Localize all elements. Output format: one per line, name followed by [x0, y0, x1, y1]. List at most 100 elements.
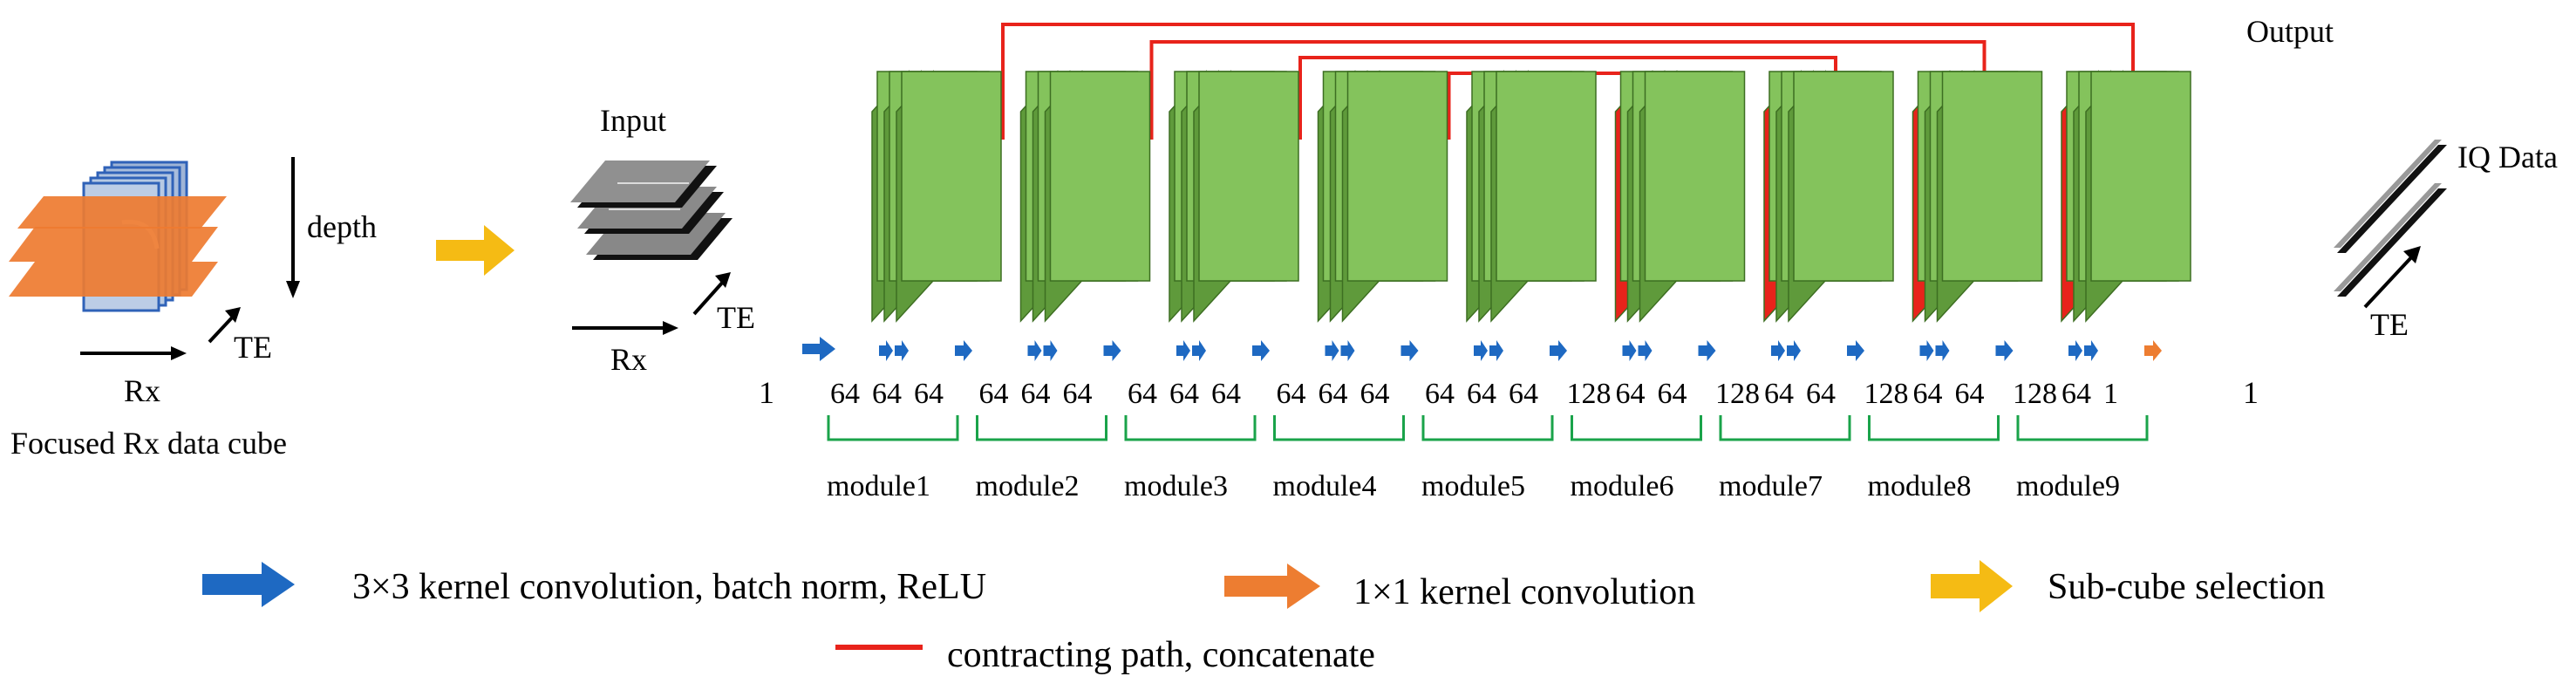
legend-conv1x1-label: 1×1 kernel convolution [1353, 572, 1695, 612]
legend-conv3x3-arrow-icon [202, 562, 295, 607]
conv-arrow-icon [1252, 340, 1270, 361]
feature-map [1496, 71, 1597, 282]
legend-conv1x1-arrow-icon [1224, 564, 1320, 609]
conv-arrow-icon [1919, 340, 1934, 361]
legend: 3×3 kernel convolution, batch norm, ReLU… [202, 560, 2325, 675]
network-modules [871, 70, 2191, 323]
legend-subcube-label: Sub-cube selection [2048, 567, 2325, 607]
module-label: module4 [1273, 470, 1377, 502]
input-title: Input [600, 103, 666, 138]
module-7-feature-maps [1763, 70, 1894, 323]
channel-count: 64 [979, 378, 1009, 410]
conv-arrow-icon [1340, 340, 1355, 361]
channel-count: 128 [1715, 378, 1760, 410]
module-bracket [1571, 415, 1702, 441]
module-bracket [1421, 415, 1554, 441]
channel-count: 64 [914, 378, 944, 410]
feature-map [1793, 71, 1894, 282]
legend-contracting-label: contracting path, concatenate [947, 635, 1375, 675]
channel-count: 1 [2103, 378, 2118, 410]
conv-arrow-icon [1325, 340, 1339, 361]
output-te-label: TE [2370, 307, 2409, 342]
legend-subcube-arrow-icon [1931, 560, 2013, 612]
channel-count: 64 [1063, 378, 1093, 410]
module-bracket [2016, 415, 2149, 441]
legend-conv3x3: 3×3 kernel convolution, batch norm, ReLU [202, 562, 986, 607]
conv-arrow-icon [1192, 340, 1206, 361]
channel-count: 128 [1864, 378, 1909, 410]
conv-arrow-icon [879, 340, 893, 361]
channel-count: 64 [1467, 378, 1496, 410]
module-3-feature-maps [1169, 70, 1299, 323]
conv-arrow-icon [1103, 340, 1121, 361]
module-label: module3 [1124, 470, 1228, 502]
channel-count: 64 [872, 378, 902, 410]
conv-arrow-icon [1698, 340, 1716, 361]
data-cube-icon [9, 161, 227, 312]
conv-arrow-icon [1847, 340, 1864, 361]
conv-arrow-icon [1176, 340, 1190, 361]
feature-map [1644, 71, 1746, 282]
module-5-feature-maps [1466, 70, 1597, 323]
module-label: module8 [1868, 470, 1972, 502]
skip-connection-line [1001, 23, 2140, 140]
output-title: Output [2246, 14, 2334, 49]
legend-conv1x1: 1×1 kernel convolution [1224, 564, 1695, 612]
channel-count: 64 [1425, 378, 1455, 410]
module-8-feature-maps [1912, 70, 2043, 323]
feature-map [1198, 71, 1299, 282]
channel-count: 64 [1319, 378, 1348, 410]
channel-count: 64 [1764, 378, 1794, 410]
channel-count: 64 [1169, 378, 1199, 410]
cube-te-label: TE [234, 330, 272, 365]
legend-contracting: contracting path, concatenate [835, 635, 1375, 675]
channel-count: 64 [1955, 378, 1985, 410]
conv-arrow-icon [1787, 340, 1801, 361]
module-label: module1 [827, 470, 930, 502]
conv-arrow-icon [1935, 340, 1950, 361]
input-te-label: TE [717, 300, 755, 335]
channel-count: 64 [1806, 378, 1836, 410]
conv-arrow-icon [1027, 340, 1042, 361]
conv-arrow-icon [955, 340, 972, 361]
channel-count: 128 [1567, 378, 1612, 410]
channel-count: 64 [1211, 378, 1241, 410]
focused-rx-data-cube: depth TE Rx Focused Rx data cube [9, 157, 377, 461]
module-bracket [1124, 415, 1257, 441]
module-6-feature-maps [1614, 70, 1746, 323]
output-channel-count: 1 [2243, 375, 2259, 410]
feature-map [901, 71, 1002, 282]
conv-arrow-icon [2068, 340, 2082, 361]
conv-arrow-icon [1995, 340, 2014, 361]
module-label: module7 [1719, 470, 1823, 502]
channel-count: 64 [1509, 378, 1538, 410]
conv1x1-arrow-icon [2144, 340, 2162, 361]
legend-subcube: Sub-cube selection [1931, 560, 2325, 612]
module-label: module2 [976, 470, 1080, 502]
conv-arrow-icon [1771, 340, 1785, 361]
conv-arrow-icon [1638, 340, 1653, 361]
feature-map [1049, 71, 1151, 282]
channel-count: 64 [1128, 378, 1157, 410]
conv-arrow-icon [2084, 340, 2098, 361]
channel-count: 64 [2061, 378, 2091, 410]
module-label: module5 [1421, 470, 1525, 502]
input-rx-label: Rx [610, 342, 647, 377]
input-conv-arrow-icon [802, 337, 835, 361]
module-label: module6 [1571, 470, 1674, 502]
cube-te-arrow [208, 314, 235, 344]
feature-map [1941, 71, 2043, 282]
channel-labels: 64 64 64 module1 64 64 64 module2 64 64 64 module3 6… [827, 378, 2149, 502]
channel-count: 128 [2013, 378, 2057, 410]
conv-arrow-icon [1400, 340, 1419, 361]
iq-data-label: IQ Data [2457, 140, 2558, 174]
output-te-arrow [2363, 253, 2416, 309]
cube-caption: Focused Rx data cube [10, 426, 287, 461]
iq-data-strips [2334, 140, 2447, 297]
depth-label: depth [307, 209, 377, 244]
input-te-arrow [692, 279, 726, 316]
module-bracket [827, 415, 959, 441]
conv-arrow-icon [1622, 340, 1637, 361]
subcube-selection-arrow [436, 225, 515, 276]
